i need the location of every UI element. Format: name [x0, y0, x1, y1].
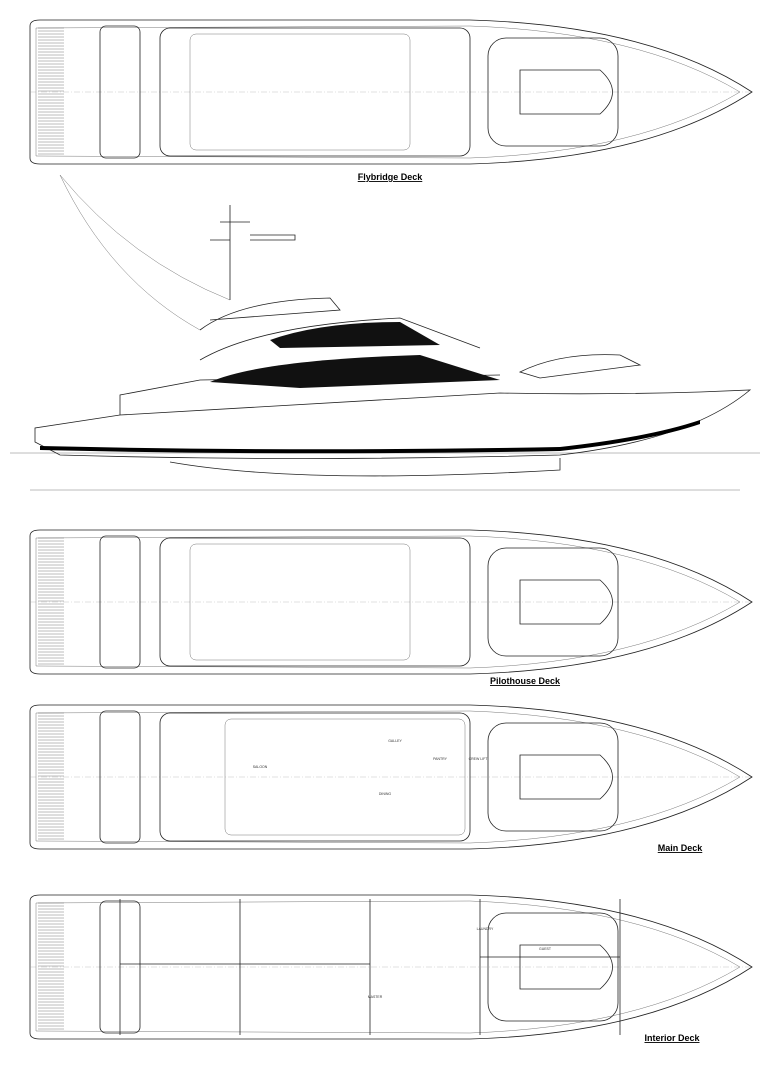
deck-title: Flybridge Deck — [358, 172, 424, 182]
hull-outline — [29, 529, 753, 675]
deck-plan-interior — [29, 894, 753, 1040]
deck-title: Interior Deck — [644, 1033, 700, 1043]
room-label: LAUNDRY — [477, 927, 494, 931]
room-label: GUEST — [539, 947, 552, 951]
hull-outline — [29, 19, 753, 165]
room-label: DINING — [379, 792, 392, 796]
room-label: SALOON — [253, 765, 268, 769]
side-profile — [10, 174, 760, 491]
deck-plan-main — [29, 704, 753, 850]
hull-outline — [29, 894, 753, 1040]
deck-plan-flybridge — [29, 19, 753, 165]
room-label: PANTRY — [433, 757, 448, 761]
room-label: CREW LIFT — [469, 757, 489, 761]
room-label: MASTER — [368, 995, 383, 999]
room-label: GALLEY — [388, 739, 402, 743]
deck-plan-pilothouse — [29, 529, 753, 675]
hull-outline — [29, 704, 753, 850]
deck-title: Pilothouse Deck — [490, 676, 561, 686]
deck-title: Main Deck — [658, 843, 704, 853]
